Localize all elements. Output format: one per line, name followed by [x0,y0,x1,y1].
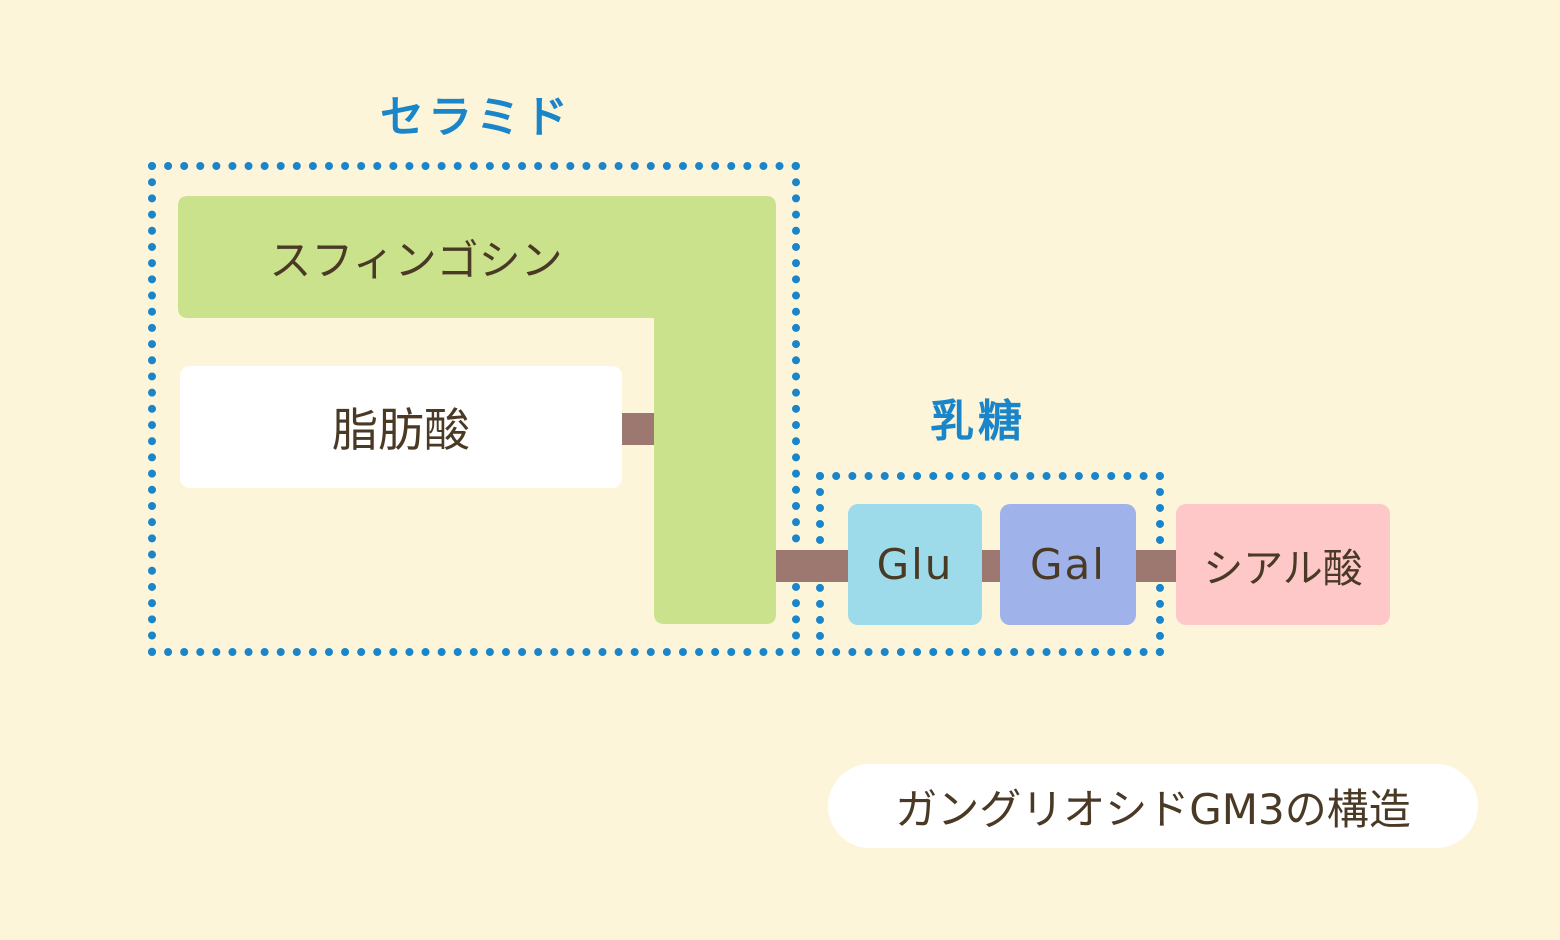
ceramide-label: セラミド [380,92,572,143]
fatty-acid-sphingosine-bond [620,413,656,445]
sialic-acid-block: シアル酸 [1176,504,1390,625]
sphingosine-glu-bond [774,550,850,582]
glu-block: Glu [848,504,982,625]
ceramide-group-outline [148,162,800,656]
gal-sialic-acid-bond [1134,550,1178,582]
glu-gal-bond [982,550,1002,582]
gal-block: Gal [1000,504,1136,625]
fatty-acid-block: 脂肪酸 [180,366,622,488]
diagram-caption: ガングリオシドGM3の構造 [828,764,1478,848]
sphingosine-label: スフィンゴシン [269,235,563,285]
lactose-label: 乳糖 [930,396,1026,447]
sphingosine-block [178,196,776,624]
